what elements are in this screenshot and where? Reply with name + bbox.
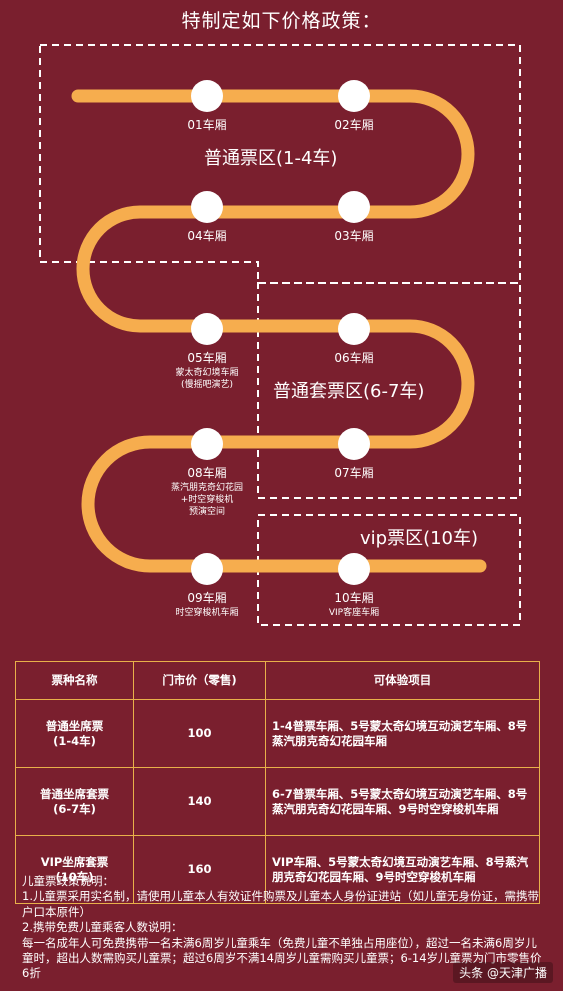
station-marker [191, 191, 223, 223]
car-description: VIP客座车厢 [328, 608, 380, 618]
ticket-name: VIP坐席套票 (10车) [15, 835, 134, 904]
page-title: 特制定如下价格政策： [181, 10, 382, 32]
zone-label-regular: 普通票区(1-4车) [204, 148, 338, 169]
ticket-name: 普通坐席套票 (6-7车) [15, 767, 134, 836]
zone-box-regular [39, 44, 521, 284]
car-label: 05车厢 [187, 351, 227, 365]
policy-heading: 儿童票政策说明： [22, 874, 114, 888]
policy-item: 2.携带免费儿童乘客人数说明： [22, 920, 183, 935]
car-label: 10车厢 [334, 591, 374, 605]
car-label: 09车厢 [187, 591, 227, 605]
ticket-items: VIP车厢、5号蒙太奇幻境互动演艺车厢、8号蒸汽朋克奇幻花园车厢、9号时空穿梭机… [265, 835, 540, 904]
car-label: 03车厢 [334, 229, 374, 243]
car-label: 06车厢 [334, 351, 374, 365]
station-marker [191, 80, 223, 112]
header-ticket-type: 票种名称 [15, 661, 134, 700]
table-header-row: 票种名称 门市价（零售) 可体验项目 [15, 661, 540, 700]
car-description: 时空穿梭机车厢 [175, 608, 239, 618]
train-route-map [39, 44, 521, 626]
station-marker [338, 553, 370, 585]
table-row: 普通坐席票 (1-4车) 100 1-4普票车厢、5号蒙太奇幻境互动演艺车厢、8… [15, 699, 540, 768]
train-track [71, 89, 487, 573]
ticket-items: 1-4普票车厢、5号蒙太奇幻境互动演艺车厢、8号蒸汽朋克奇幻花园车厢 [265, 699, 540, 768]
child-ticket-policy: 儿童票政策说明： 1.儿童票采用实名制，请使用儿童本人有效证件购票及儿童本人身份… [22, 874, 547, 982]
ticket-price: 140 [133, 767, 266, 836]
car-label: 07车厢 [334, 466, 374, 480]
zone-label-vip: vip票区(10车) [360, 528, 479, 549]
station-marker [338, 428, 370, 460]
station-marker [338, 80, 370, 112]
station-marker [191, 428, 223, 460]
source-watermark: 头条 @天津广播 [453, 962, 553, 983]
car-label: 08车厢 [187, 466, 227, 480]
zone-box-package [257, 282, 521, 499]
station-marker [191, 553, 223, 585]
price-table: 票种名称 门市价（零售) 可体验项目 普通坐席票 (1-4车) 100 1-4普… [15, 661, 540, 904]
header-price: 门市价（零售) [133, 661, 266, 700]
station-marker [338, 191, 370, 223]
ticket-name: 普通坐席票 (1-4车) [15, 699, 134, 768]
ticket-items: 6-7普票车厢、5号蒙太奇幻境互动演艺车厢、8号蒸汽朋克奇幻花园车厢、9号时空穿… [265, 767, 540, 836]
zone-label-package: 普通套票区(6-7车) [273, 381, 425, 402]
car-description: 蒸汽朋克奇幻花园 +时空穿梭机 预演空间 [170, 483, 243, 517]
car-label: 04车厢 [187, 229, 227, 243]
ticket-price: 100 [133, 699, 266, 768]
car-description: 蒙太奇幻境车厢 (慢摇吧演艺) [175, 368, 239, 390]
table-row: VIP坐席套票 (10车) 160 VIP车厢、5号蒙太奇幻境互动演艺车厢、8号… [15, 835, 540, 904]
car-label: 01车厢 [187, 118, 227, 132]
policy-item: 每一名成年人可免费携带一名未满6周岁儿童乘车（免费儿童不单独占用座位），超过一名… [22, 935, 542, 981]
table-row: 普通坐席套票 (6-7车) 140 6-7普票车厢、5号蒙太奇幻境互动演艺车厢、… [15, 767, 540, 836]
car-label: 02车厢 [334, 118, 374, 132]
station-marker [191, 313, 223, 345]
header-items: 可体验项目 [265, 661, 540, 700]
policy-item: 1.儿童票采用实名制，请使用儿童本人有效证件购票及儿童本人身份证进站（如儿童无身… [22, 889, 539, 919]
station-marker [338, 313, 370, 345]
